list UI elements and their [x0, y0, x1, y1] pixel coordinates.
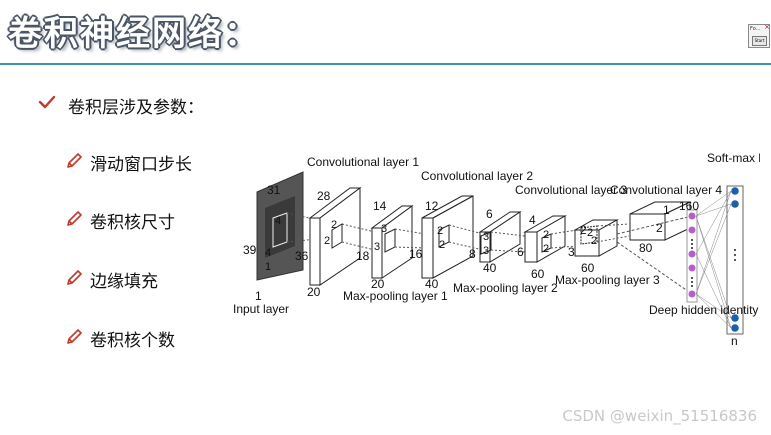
close-icon[interactable]: ×	[764, 23, 770, 31]
deepid-label: Deep hidden identity features (DeepID)	[649, 303, 760, 317]
pool3-dim-width: 2	[580, 223, 587, 237]
bullet-main: 卷积层涉及参数：	[68, 98, 204, 118]
input-dim-width: 31	[267, 183, 281, 197]
conv1-dim-height: 36	[295, 249, 309, 263]
conv4-dim-channels: 80	[639, 241, 653, 255]
deepid-node	[688, 226, 696, 234]
conv1-filter-h: 2	[324, 235, 330, 247]
sub-bullet-kernel-size: 卷积核尺寸	[90, 213, 175, 233]
pool2-label: Max-pooling layer 2	[453, 281, 558, 295]
conv3-filter-h: 2	[543, 243, 549, 255]
conv4-dim-width: 1	[663, 203, 670, 217]
conv2-dim-height: 16	[409, 247, 423, 261]
cnn-architecture-diagram: 31 39 1 4 4 1 Input layer Convolutional …	[233, 151, 760, 348]
csdn-watermark: CSDN @weixin_51516836	[562, 407, 757, 425]
conv1-dim-width: 28	[317, 189, 331, 203]
softmax-node	[731, 200, 739, 208]
pool1-label: Max-pooling layer 1	[343, 289, 448, 303]
sub-bullet-kernel-count: 卷积核个数	[90, 331, 175, 351]
thumbnail-title: Fo...	[750, 26, 761, 32]
input-dim-channels: 1	[255, 289, 262, 303]
pencil-icon	[67, 153, 82, 168]
softmax-node	[731, 324, 739, 332]
conv2-filter-w: 2	[437, 225, 443, 237]
pool1-dim-width: 14	[373, 199, 387, 213]
softmax-node	[731, 314, 739, 322]
pencil-icon	[67, 270, 82, 285]
conv2-label: Convolutional layer 2	[421, 169, 533, 183]
conv3-label: Convolutional layer 3	[515, 183, 627, 197]
deepid-node	[688, 290, 696, 298]
check-icon	[38, 95, 56, 109]
pool1-dim-height: 18	[356, 249, 370, 263]
input-filter-w: 4	[275, 215, 281, 227]
deepid-node	[688, 264, 696, 272]
deepid-dim: 160	[679, 199, 699, 213]
title-divider	[0, 63, 771, 65]
sub-bullet-padding: 边缘填充	[90, 272, 158, 292]
conv3-dim-width: 4	[529, 213, 536, 227]
conv4-label: Convolutional layer 4	[610, 183, 722, 197]
pool3-label: Max-pooling layer 3	[555, 273, 660, 287]
softmax-label: Soft-max layer	[707, 151, 760, 165]
slide-title: 卷积神经网络：	[8, 14, 260, 54]
conv3-filter-w: 2	[543, 229, 549, 241]
conv1-dim-channels: 20	[307, 285, 321, 299]
sub-bullet-stride: 滑动窗口步长	[90, 155, 192, 175]
start-button[interactable]: Start	[752, 36, 767, 46]
softmax-node	[731, 187, 739, 195]
pool1-filter-w: 3	[381, 223, 387, 235]
conv3-dim-channels: 60	[531, 267, 545, 281]
deepid-node	[688, 250, 696, 258]
input-layer-label: Input layer	[233, 302, 289, 316]
conv2-filter-h: 2	[439, 239, 445, 251]
pool2-dim-width: 6	[486, 207, 493, 221]
pool1-dim-channels: 20	[371, 277, 385, 291]
pool2-filter-h: 3	[483, 245, 489, 257]
pool3-filter-w: 2	[587, 227, 593, 239]
pencil-icon	[67, 329, 82, 344]
pool3-dim-height: 3	[568, 245, 575, 259]
conv1-filter-w: 2	[331, 219, 337, 231]
pencil-icon	[67, 211, 82, 226]
conv2-dim-channels: 40	[425, 277, 439, 291]
popup-thumbnail[interactable]: Fo... × Start	[748, 23, 770, 48]
pool2-dim-channels: 40	[483, 261, 497, 275]
conv1-label: Convolutional layer 1	[307, 155, 419, 169]
pool3-dim-channels: 60	[581, 261, 595, 275]
pool2-dim-height: 8	[469, 247, 476, 261]
conv2-dim-width: 12	[425, 199, 439, 213]
pool1-filter-h: 3	[374, 241, 380, 253]
input-filter-d: 1	[265, 261, 271, 273]
conv3-dim-height: 6	[517, 245, 524, 259]
conv4-dim-height: 2	[656, 221, 663, 235]
input-filter-h: 4	[265, 247, 271, 259]
softmax-dim: n	[731, 334, 738, 348]
deepid-node	[688, 212, 696, 220]
pool2-filter-w: 3	[483, 231, 489, 243]
input-dim-height: 39	[243, 243, 257, 257]
pool3-filter-h: 2	[591, 235, 597, 247]
